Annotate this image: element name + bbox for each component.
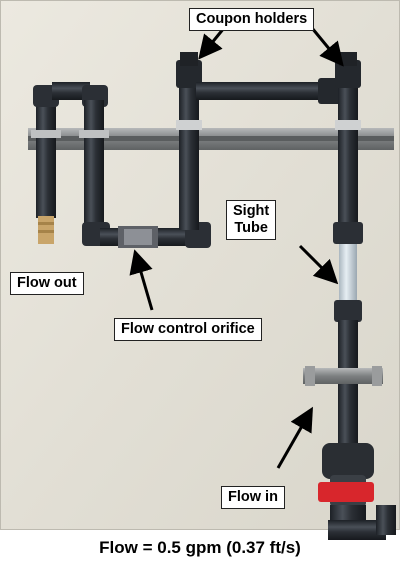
strut-rail [28,128,394,150]
label-coupon-holders: Coupon holders [189,8,315,31]
callout-arrows [129,27,344,469]
riser-left [176,52,202,230]
arrow-coupon-left [198,27,226,60]
label-sight-tube-line2: Tube [234,220,268,236]
arrow-sight-tube [298,244,339,285]
arrow-flow-in [276,406,313,469]
label-flow-in: Flow in [221,486,285,509]
arrow-coupon-right [310,27,344,67]
label-flow-out: Flow out [10,272,84,295]
arrow-orifice [129,249,154,311]
label-sight-tube: Sight Tube [226,200,277,240]
flow-rate-caption: Flow = 0.5 gpm (0.37 ft/s) [99,538,301,557]
valve-handle [318,482,374,502]
label-flow-control-orifice: Flow control orifice [114,318,262,341]
riser-right [333,52,363,244]
sight-tube [334,244,362,322]
orifice-run [100,222,211,248]
flow-out-loop [31,82,110,246]
inlet-valve [318,443,396,540]
lower-riser [303,320,383,450]
label-sight-tube-line1: Sight [233,203,270,219]
